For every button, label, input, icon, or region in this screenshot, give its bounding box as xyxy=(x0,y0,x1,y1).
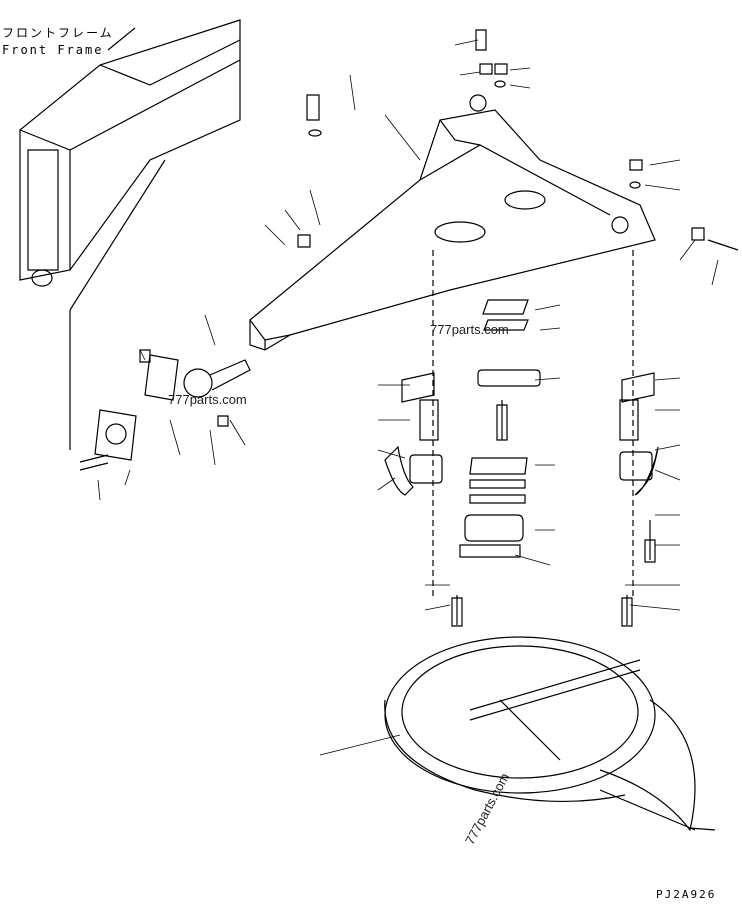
bolt xyxy=(139,227,739,427)
title-japanese: フロントフレーム xyxy=(2,26,114,40)
leader-lines xyxy=(97,39,719,756)
main-frame-outline xyxy=(249,109,656,341)
ball-stud-shank xyxy=(209,359,251,391)
leader-line xyxy=(97,419,246,501)
main-frame-outline xyxy=(249,119,611,351)
bolt xyxy=(451,404,656,627)
leader-line xyxy=(378,384,555,566)
bolt-parts xyxy=(139,29,739,627)
flange xyxy=(144,354,179,401)
frame-opening xyxy=(434,221,486,243)
washer xyxy=(308,129,322,137)
bolt xyxy=(475,29,508,75)
leader-line xyxy=(204,74,421,756)
shim-plate xyxy=(482,299,529,331)
frame-pivot xyxy=(611,216,629,234)
flange-parts xyxy=(79,354,179,471)
watermark: 777parts.com xyxy=(168,392,247,407)
ring-outer xyxy=(384,636,656,794)
shim-plate xyxy=(456,400,651,625)
front-frame-outline xyxy=(19,19,241,281)
title-english: Front Frame xyxy=(2,43,104,57)
centerline xyxy=(432,250,634,600)
side-pad xyxy=(401,372,439,441)
ball-joint-part xyxy=(183,359,251,398)
leader-line xyxy=(377,159,681,491)
leader-line xyxy=(454,39,531,89)
flange xyxy=(79,454,109,471)
watermark: 777parts.com xyxy=(430,322,509,337)
side-pad-parts xyxy=(384,372,659,496)
leader-line xyxy=(139,189,321,361)
side-pad xyxy=(384,445,443,496)
frame-opening xyxy=(504,190,546,210)
drawing-code: PJ2A926 xyxy=(656,888,717,901)
leader-line xyxy=(534,304,561,466)
front-frame-part xyxy=(19,19,241,450)
ring-inner xyxy=(401,645,639,779)
circle-ring-part xyxy=(384,636,716,832)
flange-hole xyxy=(105,423,127,445)
center-shim-stack xyxy=(432,250,651,625)
side-pad xyxy=(619,446,659,496)
front-frame-outline xyxy=(19,39,241,270)
main-frame-part xyxy=(249,94,656,351)
side-pad xyxy=(619,372,655,441)
front-frame-outline xyxy=(27,27,166,450)
shim-plate xyxy=(477,369,541,387)
ball-stud xyxy=(183,368,213,398)
ring-body xyxy=(469,659,716,831)
leader-line xyxy=(654,239,719,411)
frame-pivot xyxy=(469,94,487,112)
leader-line xyxy=(424,584,681,611)
bolt xyxy=(297,94,643,248)
ring-body xyxy=(384,699,696,832)
leader-line xyxy=(654,444,681,546)
shim-plate xyxy=(469,457,528,504)
washer xyxy=(494,80,506,88)
front-frame-pin xyxy=(31,269,53,287)
washer xyxy=(629,181,641,189)
flange xyxy=(94,409,137,461)
shim-plate xyxy=(464,514,524,542)
